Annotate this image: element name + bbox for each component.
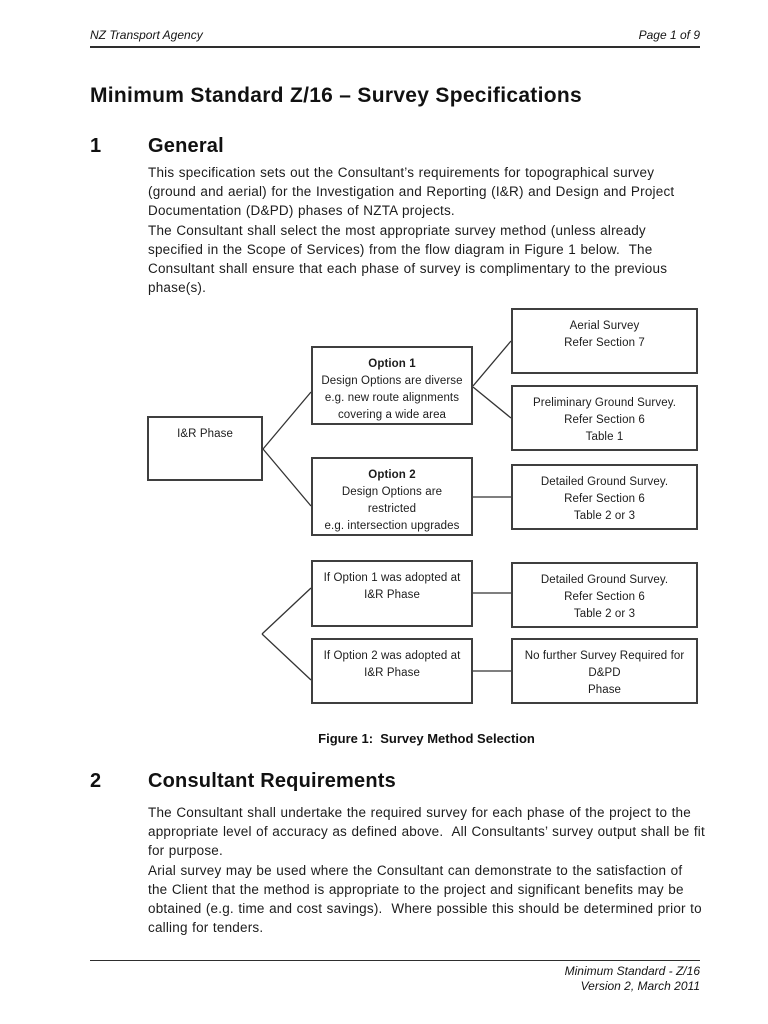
section-number: 1 xyxy=(90,135,102,157)
section-title: General xyxy=(148,135,224,157)
flow-node-line: e.g. new route alignments xyxy=(324,392,460,404)
flow-node-line: restricted xyxy=(367,503,417,515)
flow-node-line: I&R Phase xyxy=(364,667,420,679)
flow-node-line: Preliminary Ground Survey. xyxy=(533,397,676,409)
flow-node-aerial-survey: Aerial Survey Refer Section 7 xyxy=(511,308,698,374)
flow-node-option-1: Option 1 Design Options are diverse e.g.… xyxy=(311,346,473,425)
flow-node-line: Refer Section 6 xyxy=(564,591,645,603)
footer-document-id: Minimum Standard - Z/16 xyxy=(564,964,700,978)
flow-node-preliminary-ground-survey: Preliminary Ground Survey. Refer Section… xyxy=(511,385,698,451)
flow-node-line: Table 2 or 3 xyxy=(573,510,636,522)
paragraph: The Consultant shall undertake the requi… xyxy=(148,805,710,858)
section-title: Consultant Requirements xyxy=(148,770,396,792)
flow-node-line: Design Options are xyxy=(341,486,443,498)
page-header: NZ Transport Agency Page 1 of 9 xyxy=(90,28,700,48)
section-number: 2 xyxy=(90,770,102,792)
flow-node-line: If Option 2 was adopted at xyxy=(323,650,461,662)
flow-node-line: e.g. intersection upgrades xyxy=(324,520,460,532)
flow-node-line: covering a wide area xyxy=(337,409,447,421)
flow-node-line: Phase xyxy=(587,684,622,696)
connector-line xyxy=(261,633,312,681)
flow-node-line: If Option 1 was adopted at xyxy=(323,572,461,584)
flow-node-line: Refer Section 6 xyxy=(564,493,645,505)
flow-node-line: Design Options are diverse xyxy=(321,375,463,387)
flow-node-if-option-1: If Option 1 was adopted at I&R Phase xyxy=(311,560,473,627)
connector-line xyxy=(261,587,312,635)
connector-line xyxy=(262,448,312,507)
flow-node-line: Option 1 xyxy=(368,358,416,370)
flow-node-detailed-ground-survey-2: Detailed Ground Survey. Refer Section 6 … xyxy=(511,562,698,628)
header-page-number: Page 1 of 9 xyxy=(638,28,700,42)
flow-node-no-further-survey: No further Survey Required for D&PD Phas… xyxy=(511,638,698,704)
flow-node-line: Detailed Ground Survey. xyxy=(540,574,669,586)
flow-node-line: Option 2 xyxy=(368,469,416,481)
connector-line xyxy=(472,386,512,419)
flow-node-if-option-2: If Option 2 was adopted at I&R Phase xyxy=(311,638,473,704)
flow-node-line: I&R Phase xyxy=(177,428,233,440)
flow-node-line: I&R Phase xyxy=(364,589,420,601)
paragraph: This specification sets out the Consulta… xyxy=(148,165,679,218)
connector-line xyxy=(262,391,312,450)
flow-node-line: Refer Section 6 xyxy=(564,414,645,426)
flow-node-line: No further Survey Required for xyxy=(524,650,685,662)
page-footer: Minimum Standard - Z/16 Version 2, March… xyxy=(90,960,700,994)
flow-node-line: Refer Section 7 xyxy=(564,337,645,349)
figure-caption: Figure 1: Survey Method Selection xyxy=(318,731,535,746)
flow-node-line: Detailed Ground Survey. xyxy=(540,476,669,488)
paragraph: The Consultant shall select the most app… xyxy=(148,223,672,295)
connector-line xyxy=(472,340,512,387)
flow-node-line: D&PD xyxy=(588,667,621,679)
flow-node-line: Aerial Survey xyxy=(569,320,640,332)
flow-node-line: Table 2 or 3 xyxy=(573,608,636,620)
paragraph: Arial survey may be used where the Consu… xyxy=(148,863,707,935)
header-left-text: NZ Transport Agency xyxy=(90,28,203,42)
flow-node-detailed-ground-survey-1: Detailed Ground Survey. Refer Section 6 … xyxy=(511,464,698,530)
flow-node-line: Table 1 xyxy=(585,431,624,443)
flow-node-option-2: Option 2 Design Options are restricted e… xyxy=(311,457,473,536)
footer-version: Version 2, March 2011 xyxy=(580,979,700,993)
flow-node-iar-phase: I&R Phase xyxy=(147,416,263,481)
document-title: Minimum Standard Z/16 – Survey Specifica… xyxy=(90,84,582,107)
